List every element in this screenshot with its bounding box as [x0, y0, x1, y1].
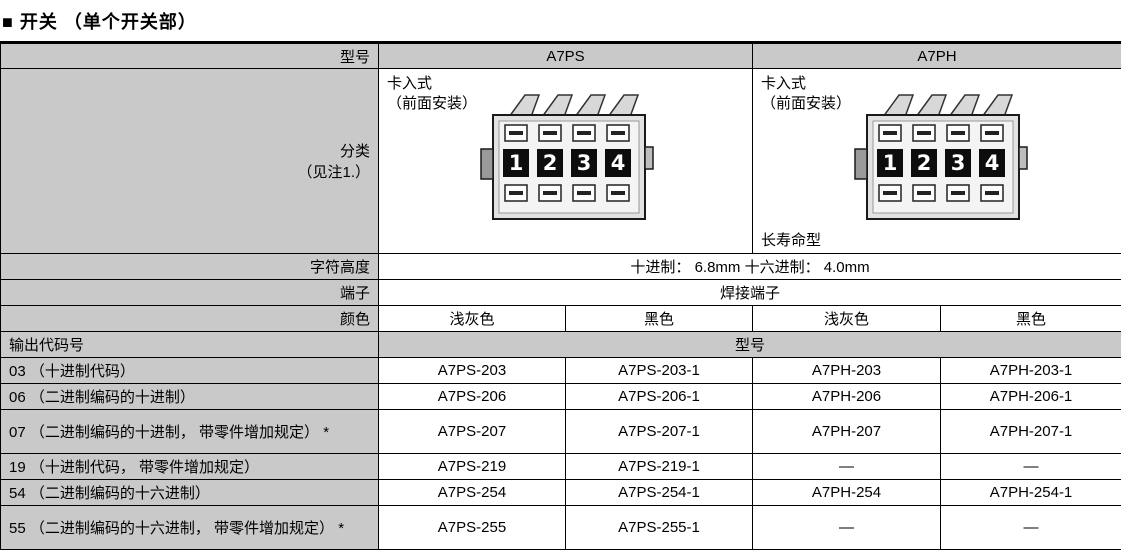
- minus-buttons: [878, 184, 1004, 202]
- part-number-cell: —: [940, 505, 1121, 550]
- mounting-tabs: [507, 94, 640, 118]
- svg-text:3: 3: [951, 151, 966, 175]
- code-row-label: 55 （二进制编码的十六进制， 带零件增加规定） *: [0, 505, 379, 550]
- output-code-label: 输出代码号: [0, 331, 379, 358]
- part-number-cell: A7PH-207-1: [940, 409, 1121, 454]
- code-row-label: 06 （二进制编码的十进制）: [0, 383, 379, 410]
- color-value-cell: 浅灰色: [378, 305, 566, 332]
- code-row-label: 19 （十进制代码， 带零件增加规定）: [0, 453, 379, 480]
- model-a7ps-header: A7PS: [377, 42, 754, 69]
- part-number-cell: A7PS-203: [378, 357, 566, 384]
- svg-text:4: 4: [611, 151, 626, 175]
- a7ph-long-life-note: 长寿命型: [761, 232, 822, 249]
- svg-text:4: 4: [985, 151, 1000, 175]
- table-row-char-height: 字符高度 十进制： 6.8mm 十六进制： 4.0mm: [0, 253, 1121, 280]
- part-number-cell: A7PS-255: [378, 505, 566, 550]
- classification-a7ph-cell: 卡入式 （前面安装）: [752, 68, 1121, 254]
- plus-buttons: [878, 124, 1004, 142]
- terminal-label: 端子: [0, 279, 379, 306]
- a7ps-product-image: 1 2 3 4: [480, 94, 654, 220]
- a7ph-mount-type: 卡入式 （前面安装）: [761, 75, 852, 113]
- minus-buttons: [504, 184, 630, 202]
- table-row-color: 颜色 浅灰色 黑色 浅灰色 黑色: [0, 305, 1121, 332]
- color-value-cell: 黑色: [940, 305, 1121, 332]
- part-number-cell: A7PS-219-1: [564, 453, 754, 480]
- side-latch: [644, 146, 654, 170]
- char-height-label: 字符高度: [0, 253, 379, 280]
- part-number-cell: A7PH-254-1: [940, 479, 1121, 506]
- plus-buttons: [504, 124, 630, 142]
- part-number-cell: —: [752, 505, 942, 550]
- part-number-cell: A7PH-203-1: [940, 357, 1121, 384]
- code-row-label: 54 （二进制编码的十六进制）: [0, 479, 379, 506]
- a7ph-product-image: 1 2 3 4: [854, 94, 1028, 220]
- svg-text:3: 3: [577, 151, 592, 175]
- table-row-code-06: 06 （二进制编码的十进制） A7PS-206 A7PS-206-1 A7PH-…: [0, 383, 1121, 410]
- terminal-value: 焊接端子: [377, 279, 1121, 306]
- classification-row-label: 分类 （见注1.）: [0, 68, 379, 254]
- table-row-code-03: 03 （十进制代码） A7PS-203 A7PS-203-1 A7PH-203 …: [0, 357, 1121, 384]
- part-number-cell: A7PH-206: [752, 383, 942, 410]
- part-number-cell: A7PH-206-1: [940, 383, 1121, 410]
- part-number-cell: A7PS-203-1: [564, 357, 754, 384]
- part-number-cell: A7PS-255-1: [564, 505, 754, 550]
- part-number-cell: —: [940, 453, 1121, 480]
- color-label: 颜色: [0, 305, 379, 332]
- svg-text:2: 2: [917, 151, 932, 175]
- table-row-code-55: 55 （二进制编码的十六进制， 带零件增加规定） * A7PS-255 A7PS…: [0, 505, 1121, 550]
- model-row-label: 型号: [0, 42, 379, 69]
- page-title: ■ 开关 （单个开关部）: [2, 12, 197, 32]
- part-number-cell: A7PS-254: [378, 479, 566, 506]
- svg-text:1: 1: [883, 151, 898, 175]
- part-number-cell: A7PS-206-1: [564, 383, 754, 410]
- part-number-cell: A7PS-207-1: [564, 409, 754, 454]
- part-number-cell: —: [752, 453, 942, 480]
- table-row-code-07: 07 （二进制编码的十进制， 带零件增加规定） * A7PS-207 A7PS-…: [0, 409, 1121, 454]
- table-row-terminal: 端子 焊接端子: [0, 279, 1121, 306]
- code-row-label: 03 （十进制代码）: [0, 357, 379, 384]
- color-value-cell: 黑色: [564, 305, 754, 332]
- side-knob: [480, 148, 494, 180]
- code-row-label: 07 （二进制编码的十进制， 带零件增加规定） *: [0, 409, 379, 454]
- table-row-code-19: 19 （十进制代码， 带零件增加规定） A7PS-219 A7PS-219-1 …: [0, 453, 1121, 480]
- part-number-cell: A7PH-203: [752, 357, 942, 384]
- part-number-cell: A7PS-254-1: [564, 479, 754, 506]
- model-a7ph-header: A7PH: [752, 42, 1121, 69]
- part-number-cell: A7PH-254: [752, 479, 942, 506]
- table-row-classification: 分类 （见注1.） 卡入式 （前面安装）: [0, 68, 1121, 254]
- part-number-cell: A7PH-207: [752, 409, 942, 454]
- table-row-model: 型号 A7PS A7PH: [0, 42, 1121, 69]
- part-number-cell: A7PS-219: [378, 453, 566, 480]
- output-code-model-header: 型号: [377, 331, 1121, 358]
- svg-text:2: 2: [543, 151, 558, 175]
- svg-text:1: 1: [509, 151, 524, 175]
- digit-windows: 1 2 3 4: [503, 149, 631, 177]
- side-knob: [854, 148, 868, 180]
- color-value-cell: 浅灰色: [752, 305, 942, 332]
- a7ps-classification-content: 卡入式 （前面安装）: [380, 70, 752, 253]
- switch-spec-table: 型号 A7PS A7PH 分类 （见注1.） 卡入式 （前面安装）: [0, 41, 1121, 550]
- char-height-value: 十进制： 6.8mm 十六进制： 4.0mm: [377, 253, 1121, 280]
- a7ph-classification-content: 卡入式 （前面安装）: [754, 70, 1121, 253]
- side-latch: [1018, 146, 1028, 170]
- classification-a7ps-cell: 卡入式 （前面安装）: [377, 68, 754, 254]
- part-number-cell: A7PS-206: [378, 383, 566, 410]
- table-row-output-code-header: 输出代码号 型号: [0, 331, 1121, 358]
- part-number-cell: A7PS-207: [378, 409, 566, 454]
- table-row-code-54: 54 （二进制编码的十六进制） A7PS-254 A7PS-254-1 A7PH…: [0, 479, 1121, 506]
- a7ps-mount-type: 卡入式 （前面安装）: [387, 75, 478, 113]
- digit-windows: 1 2 3 4: [877, 149, 1006, 177]
- mounting-tabs: [881, 94, 1014, 118]
